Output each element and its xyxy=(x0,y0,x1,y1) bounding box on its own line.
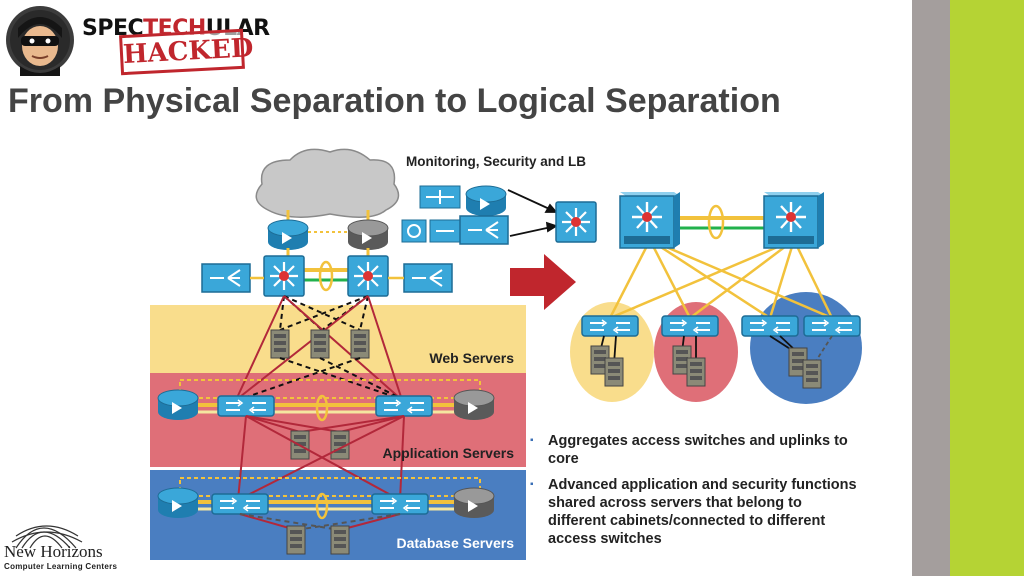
zone-label-db: Database Servers xyxy=(396,535,514,551)
company-tagline: Computer Learning Centers xyxy=(4,562,118,571)
db-access-switch-left-icon-2 xyxy=(741,315,799,337)
app-server-icon-2 xyxy=(686,357,706,387)
aggregation-switch-right-icon xyxy=(346,254,390,298)
web-server-icon xyxy=(270,329,290,359)
brand-logo: SPECTECHULAR HACKED xyxy=(4,4,304,80)
db-server-icon xyxy=(330,525,350,555)
company-name: New Horizons xyxy=(4,542,103,561)
load-balancer-standby-icon xyxy=(347,219,389,251)
web-access-switch-icon xyxy=(581,315,639,337)
zone-label-app: Application Servers xyxy=(383,445,515,461)
bullet-item: Aggregates access switches and uplinks t… xyxy=(530,432,860,468)
side-bar-green xyxy=(950,0,1024,576)
web-server-icon-2 xyxy=(604,357,624,387)
zone-label-web: Web Servers xyxy=(429,350,514,366)
security-module-icon xyxy=(401,219,427,243)
cloud-icon xyxy=(255,148,400,218)
app-access-switch-left-icon xyxy=(217,395,275,417)
web-server-icon xyxy=(350,329,370,359)
services-label: Monitoring, Security and LB xyxy=(406,154,586,169)
new-horizons-logo-icon xyxy=(11,525,83,549)
web-servers-zone xyxy=(150,305,526,373)
bullet-item: Advanced application and security functi… xyxy=(530,476,860,548)
core-switch-left-icon xyxy=(618,190,682,250)
db-load-balancer-standby-icon xyxy=(453,487,495,519)
bullet-list: Aggregates access switches and uplinks t… xyxy=(530,432,860,556)
db-access-switch-right-icon xyxy=(371,493,429,515)
app-access-switch-icon xyxy=(661,315,719,337)
db-server-icon xyxy=(286,525,306,555)
load-balancer-icon xyxy=(267,219,309,251)
firewall-module-right-icon xyxy=(403,263,453,293)
db-access-switch-left-icon xyxy=(211,493,269,515)
db-access-switch-right-icon-2 xyxy=(803,315,861,337)
web-server-icon xyxy=(310,329,330,359)
transition-arrow-icon xyxy=(510,254,576,310)
aggregation-switch-left-icon xyxy=(262,254,306,298)
lb-module-icon xyxy=(465,185,507,217)
core-switch-right-icon xyxy=(762,190,826,250)
app-load-balancer-icon xyxy=(157,389,199,421)
firewall-module-left-icon xyxy=(201,263,251,293)
page-title: From Physical Separation to Logical Sepa… xyxy=(8,82,781,120)
firewall-services-icon xyxy=(459,215,509,245)
db-server-icon-2 xyxy=(802,359,822,389)
network-diagram: Web Servers Application Servers Database… xyxy=(150,148,862,560)
app-access-switch-right-icon xyxy=(375,395,433,417)
services-switch-icon xyxy=(554,200,598,244)
hacker-avatar-icon xyxy=(6,6,74,76)
app-load-balancer-standby-icon xyxy=(453,389,495,421)
db-load-balancer-icon xyxy=(157,487,199,519)
side-bar-gray xyxy=(912,0,950,576)
